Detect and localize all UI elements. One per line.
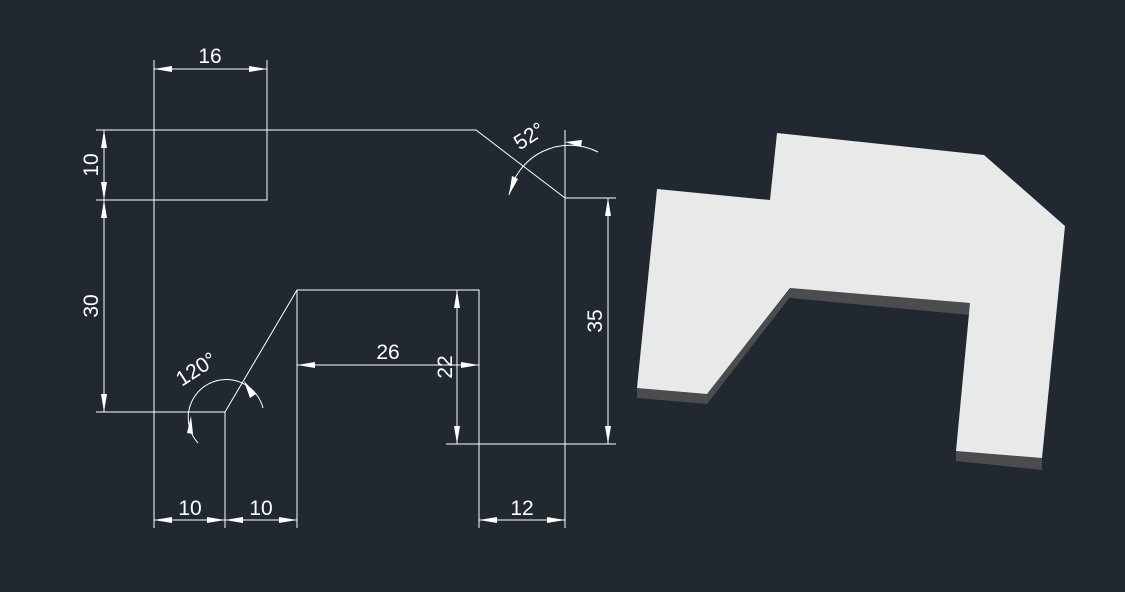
model-side-diagonal <box>707 289 790 404</box>
dim-bottom-left-b: 10 <box>225 497 297 523</box>
model-side-bottom-left <box>637 388 707 404</box>
dim-text-bottom-right: 12 <box>510 497 533 520</box>
dim-text-angle-bottom-left: 120° <box>172 348 221 391</box>
model-top-face <box>637 133 1065 458</box>
model-side-notch-top <box>790 288 970 315</box>
3d-model[interactable] <box>637 133 1065 470</box>
dim-notch-width: 26 <box>297 341 479 368</box>
dim-text-left-height: 30 <box>80 294 103 317</box>
dim-angle-top-right: 52° <box>508 118 599 196</box>
extension-lines <box>96 60 616 528</box>
dim-text-notch-width: 26 <box>376 341 399 364</box>
dim-left-height: 30 <box>80 200 107 412</box>
dim-text-angle-top-right: 52° <box>510 118 549 155</box>
dim-right-height: 35 <box>584 198 611 444</box>
dim-text-top-width: 16 <box>198 45 221 68</box>
dim-text-right-height: 35 <box>584 309 607 332</box>
dim-notch-depth: 22 <box>434 290 460 444</box>
dim-top-width: 16 <box>154 45 267 72</box>
dim-bottom-left-a: 10 <box>154 497 225 523</box>
dim-text-bottom-left-b: 10 <box>249 497 272 520</box>
dim-text-top-height: 10 <box>80 153 103 176</box>
dim-text-notch-depth: 22 <box>434 355 457 378</box>
dim-angle-bottom-left: 120° <box>172 348 264 444</box>
dim-bottom-right: 12 <box>479 497 565 523</box>
dim-text-bottom-left-a: 10 <box>178 497 201 520</box>
model-side-bottom-right <box>956 451 1042 470</box>
dim-top-height: 10 <box>80 130 107 200</box>
part-outline <box>153 129 566 445</box>
